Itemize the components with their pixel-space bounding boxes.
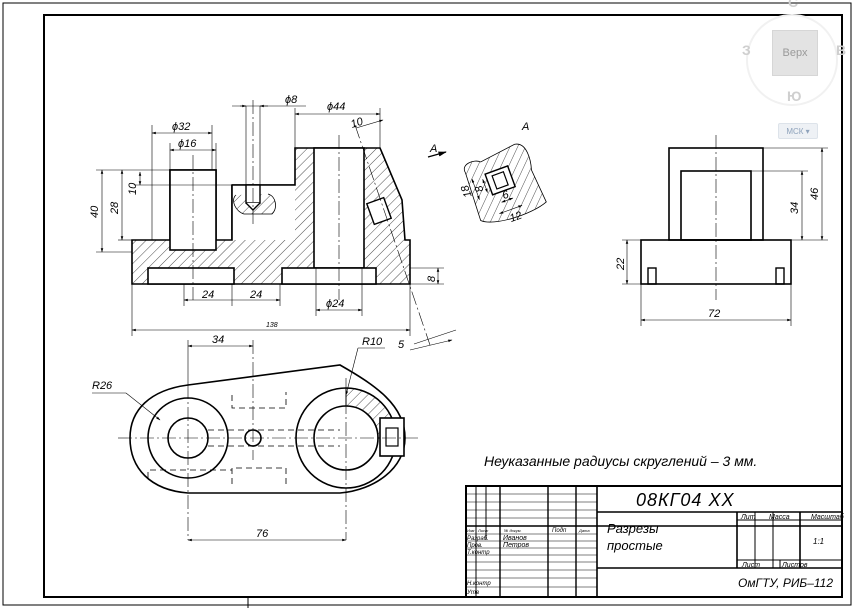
dim-72: 72: [708, 308, 720, 320]
compass-east[interactable]: В: [836, 42, 847, 58]
tb-hdr-list: Лист: [477, 528, 489, 533]
front-section-view: ϕ32 ϕ16 ϕ8 ϕ44 10 40 28 10 8 24 24 ϕ24 1…: [89, 94, 457, 351]
dim-d8: ϕ8: [285, 94, 298, 106]
dim-sec-12: 12: [508, 210, 524, 225]
dim-40: 40: [89, 205, 101, 218]
compass-south[interactable]: Ю: [787, 88, 802, 104]
compass-north[interactable]: С: [788, 0, 799, 10]
section-a-detail: 18 8 6 12: [459, 143, 547, 225]
section-marker: А А: [427, 121, 529, 158]
tb-title-line1: Разрезы: [607, 521, 659, 536]
dim-d16: ϕ16: [178, 138, 197, 150]
dim-138: 138: [266, 322, 278, 329]
dim-r10: R10: [362, 336, 383, 348]
tb-hdr-podp: Подп: [552, 528, 567, 534]
tb-name-prov: Петров: [503, 542, 529, 549]
viewcube[interactable]: Верх С З В Ю МСК ▾: [742, 0, 854, 142]
tb-hdr-lit: Лит: [740, 514, 756, 521]
dim-8: 8: [426, 275, 438, 282]
dim-24-b: 24: [249, 289, 262, 301]
viewcube-top-face[interactable]: Верх: [772, 30, 818, 76]
dim-46: 46: [809, 187, 821, 200]
dim-28: 28: [109, 201, 121, 215]
top-view: 34 R26 R10 76: [92, 334, 420, 542]
dim-sec-8: 8: [473, 183, 487, 194]
dim-5: 5: [398, 339, 405, 351]
dim-34-side: 34: [789, 202, 801, 214]
dim-10-top: 10: [349, 115, 365, 130]
tb-role-tkontr: Т.контр: [467, 550, 490, 556]
tb-org: ОмГТУ, РИБ–112: [738, 576, 833, 590]
tb-scale: 1:1: [813, 537, 824, 546]
tb-role-prov: Пров.: [467, 543, 483, 549]
tb-name-razrab: Иванов: [503, 535, 527, 542]
tb-hdr-sheet: Лист: [741, 562, 760, 569]
dim-24-a: 24: [201, 289, 214, 301]
tb-hdr-scale: Масштаб: [811, 513, 845, 521]
tb-hdr-sheets: Листов: [781, 562, 808, 569]
ucs-dropdown[interactable]: МСК ▾: [778, 123, 818, 139]
dim-r26: R26: [92, 380, 113, 392]
tb-role-razrab: Разраб.: [467, 536, 489, 542]
tb-hdr-data: Дата: [578, 528, 590, 533]
general-note: Неуказанные радиусы скруглений – 3 мм.: [484, 453, 757, 469]
compass-west[interactable]: З: [742, 42, 751, 58]
dim-d32: ϕ32: [172, 121, 190, 133]
dim-sec-6: 6: [501, 188, 512, 202]
tb-role-utv: Утв: [466, 590, 479, 596]
dim-d24: ϕ24: [326, 298, 344, 310]
side-view: 22 34 46 72: [615, 135, 828, 326]
tb-title-line2: простые: [607, 538, 663, 553]
tb-designation: 08КГ04 ХХ: [636, 490, 734, 510]
svg-text:А: А: [521, 121, 529, 133]
dim-76: 76: [256, 528, 269, 540]
viewcube-compass-ring[interactable]: [746, 14, 838, 106]
dim-10: 10: [127, 182, 139, 195]
tb-hdr-ndoc: № докум.: [504, 528, 522, 533]
dim-22: 22: [615, 258, 627, 271]
tb-hdr-izm: Изм: [467, 528, 475, 533]
tb-role-nkontr: Н.контр: [467, 581, 491, 587]
dim-d44: ϕ44: [327, 101, 345, 113]
title-block: [465, 485, 843, 598]
tb-hdr-mass: Масса: [769, 514, 790, 521]
dim-34-top: 34: [212, 334, 224, 346]
svg-text:А: А: [429, 143, 437, 155]
dim-sec-18: 18: [459, 183, 475, 199]
title-block-text: 08КГ04 ХХ Разрезы простые ОмГТУ, РИБ–112…: [466, 490, 845, 596]
